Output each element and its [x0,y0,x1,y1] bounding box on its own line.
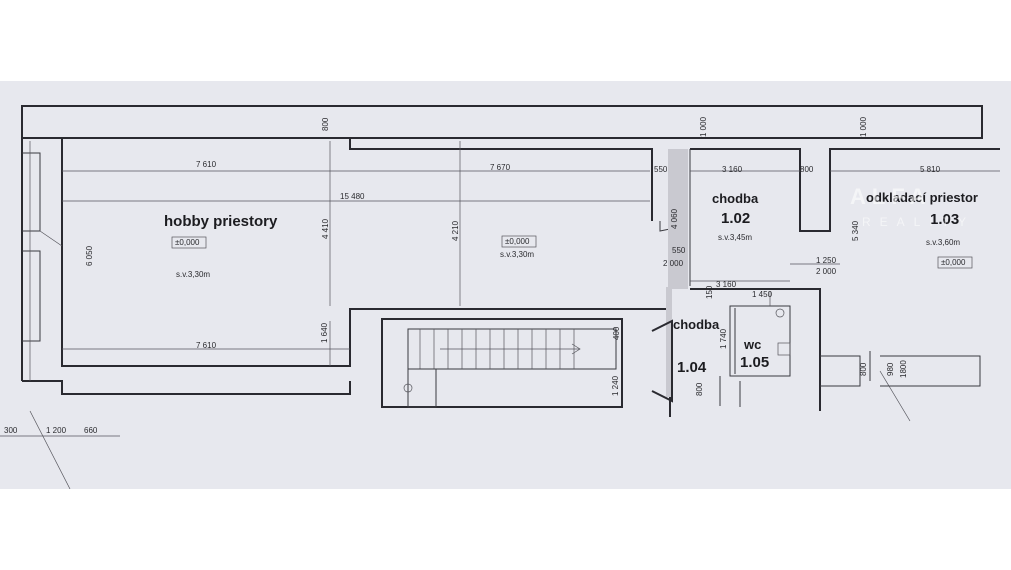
dim-15480: 15 480 [340,192,365,201]
outer-walls [21,105,1000,417]
dim-1000-a: 1 000 [699,116,708,137]
dim-4060: 4 060 [670,208,679,229]
room-number-corridor-102: 1.02 [721,210,750,227]
dim-800-d: 800 [859,362,868,376]
dim-1640: 1 640 [320,322,329,343]
dim-550: 550 [654,165,668,174]
dim-1450: 1 450 [752,290,773,299]
dim-3160-top: 3 160 [722,165,743,174]
room-height-storage-103: s.v.3,60m [926,238,960,247]
dim-980: 980 [886,362,895,376]
room-name-hobby: hobby priestory [164,213,278,230]
wc-corridor-walls [651,291,791,407]
dim-1740: 1 740 [719,328,728,349]
dim-7610-bot: 7 610 [196,341,217,350]
dim-5340: 5 340 [851,220,860,241]
room-labels: hobby priestory ±0,000 s.v.3,30m ±0,000 … [164,190,978,376]
dim-550-b: 550 [672,246,686,255]
room-name-corridor-102: chodba [712,191,759,206]
dim-300: 300 [4,426,18,435]
room-height-hobby-right: s.v.3,30m [500,250,534,259]
level-markers [171,235,973,269]
left-windows [22,152,63,342]
dim-150: 150 [705,285,714,299]
dim-1200: 1 200 [46,426,67,435]
dim-4210: 4 210 [451,220,460,241]
room-name-corridor-104: chodba [673,317,720,332]
room-height-corridor-102: s.v.3,45m [718,233,752,242]
dim-800-c: 800 [695,382,704,396]
room-number-storage-103: 1.03 [930,211,959,228]
dim-7670: 7 670 [490,163,511,172]
dim-400: 400 [612,326,621,340]
dim-1000-b: 1 000 [859,116,868,137]
floor-plan-drawing: 800 1 000 1 000 7 610 7 670 550 3 160 80… [0,105,1000,489]
dimension-texts: 800 1 000 1 000 7 610 7 670 550 3 160 80… [4,116,941,435]
floor-plan-sheet: 800 1 000 1 000 7 610 7 670 550 3 160 80… [0,81,1011,489]
dim-1800: 1800 [899,360,908,378]
room-level-hobby-right: ±0,000 [505,237,530,246]
dim-2000-b: 2 000 [816,267,837,276]
room-number-wc-105: 1.05 [740,354,769,371]
dimension-lines [0,141,1000,489]
room-height-hobby: s.v.3,30m [176,270,210,279]
dim-7610-top: 7 610 [196,160,217,169]
dim-2000-a: 2 000 [663,259,684,268]
room-level-hobby: ±0,000 [175,238,200,247]
dim-5810: 5 810 [920,165,941,174]
watermark-logo: ALFA [850,184,932,209]
staircase [381,318,623,408]
room-name-storage-103: odkladací priestor [866,190,978,205]
room-number-corridor-104: 1.04 [677,359,707,376]
dim-800-mid: 800 [800,165,814,174]
room-name-wc-105: wc [743,337,761,352]
dim-1240: 1 240 [611,375,620,396]
watermark-subtitle: REALITY [862,215,976,229]
dim-3160-mid: 3 160 [716,280,737,289]
room-level-storage-103: ±0,000 [941,258,966,267]
dim-660: 660 [84,426,98,435]
dim-6050: 6 050 [85,245,94,266]
dim-800-top: 800 [321,117,330,131]
dim-1250: 1 250 [816,256,837,265]
dim-4410: 4 410 [321,218,330,239]
